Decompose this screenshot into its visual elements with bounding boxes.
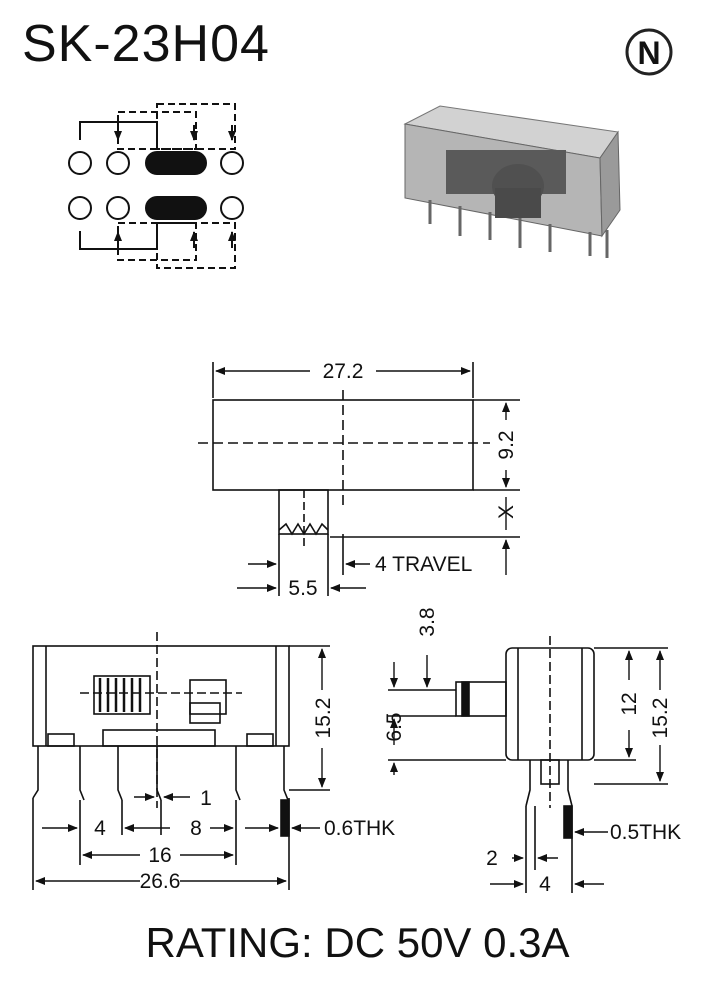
knob-height-label: 6.5 — [383, 712, 406, 741]
span-label: 16 — [148, 844, 171, 867]
front-view-drawing — [32, 632, 330, 890]
side-height-label: 15.2 — [649, 698, 672, 739]
knob-width-label: 5.5 — [288, 577, 317, 600]
brand-logo: N — [625, 28, 673, 76]
overall-label: 26.6 — [140, 870, 181, 893]
rating-text: RATING: DC 50V 0.3A — [145, 919, 570, 966]
product-photo — [403, 105, 621, 258]
pin-offset-label: 1 — [200, 787, 212, 810]
pin-gap-label: 2 — [486, 847, 498, 870]
side-view-dimensions — [390, 650, 664, 888]
logo-letter: N — [637, 35, 660, 71]
pitch-a-label: 4 — [94, 817, 106, 840]
top-width-label: 27.2 — [323, 360, 364, 383]
body-height-label: 12 — [618, 692, 641, 715]
model-title: SK-23H04 — [22, 15, 270, 73]
pin-span-label: 4 — [539, 873, 551, 896]
front-thickness-label: 0.6THK — [324, 817, 395, 840]
side-thickness-label: 0.5THK — [610, 821, 681, 844]
knob-dim-label: 3.8 — [416, 607, 439, 636]
side-view-drawing — [388, 636, 668, 893]
travel-label: 4 TRAVEL — [375, 553, 472, 576]
pitch-b-label: 8 — [190, 817, 202, 840]
top-view-drawing — [198, 362, 520, 596]
x-label: X — [495, 505, 518, 519]
top-height-label: 9.2 — [495, 430, 518, 459]
front-view-dimensions — [35, 648, 326, 885]
switch-schematic — [68, 103, 244, 269]
front-height-label: 15.2 — [312, 698, 335, 739]
top-view-dimensions — [215, 367, 510, 592]
